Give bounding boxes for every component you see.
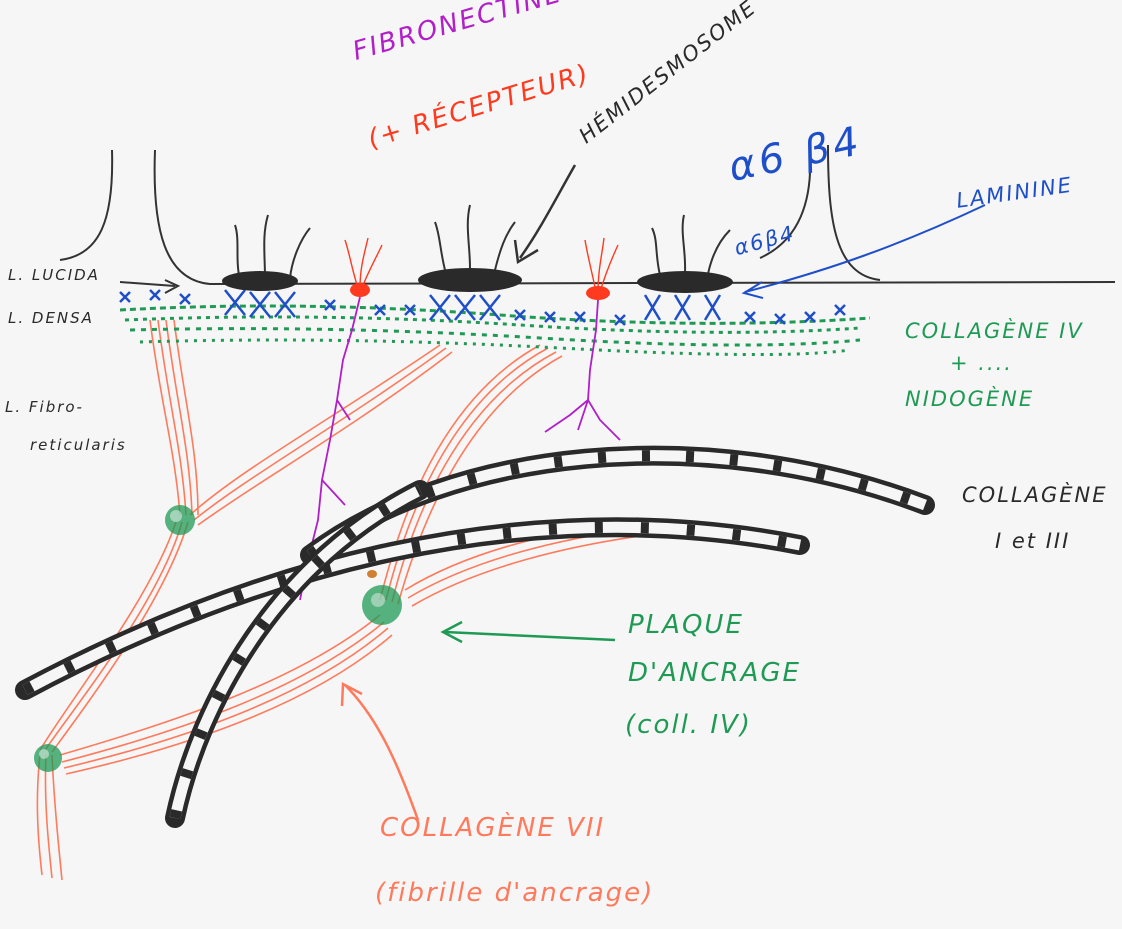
label-plaque: PLAQUE bbox=[628, 612, 744, 639]
label-collagene-vii: COLLAGÈNE VII bbox=[380, 815, 605, 842]
label-collagene-i-iii-2: I et III bbox=[995, 530, 1070, 552]
label-nidogene: NIDOGÈNE bbox=[905, 388, 1034, 410]
label-fibroreticularis-2: reticularis bbox=[30, 438, 127, 454]
label-collagene-iv-plus: + .... bbox=[950, 352, 1013, 374]
label-fibrille-ancrage: (fibrille d'ancrage) bbox=[375, 880, 654, 907]
cell-membrane bbox=[60, 145, 1115, 284]
label-lamina-densa: L. DENSA bbox=[8, 311, 94, 327]
label-collagene-iv: COLLAGÈNE IV bbox=[905, 320, 1084, 342]
laminin-crosses bbox=[120, 290, 845, 325]
collagen-i-iii-fibers bbox=[25, 456, 925, 818]
hemidesmosomes bbox=[222, 205, 733, 293]
label-plaque-ancrage: D'ANCRAGE bbox=[628, 660, 801, 687]
label-fibroreticularis-1: L. Fibro- bbox=[5, 400, 84, 416]
label-plaque-coll-iv: (coll. IV) bbox=[625, 712, 752, 739]
label-lamina-lucida: L. LUCIDA bbox=[8, 268, 100, 284]
label-collagene-i-iii: COLLAGÈNE bbox=[962, 484, 1107, 506]
